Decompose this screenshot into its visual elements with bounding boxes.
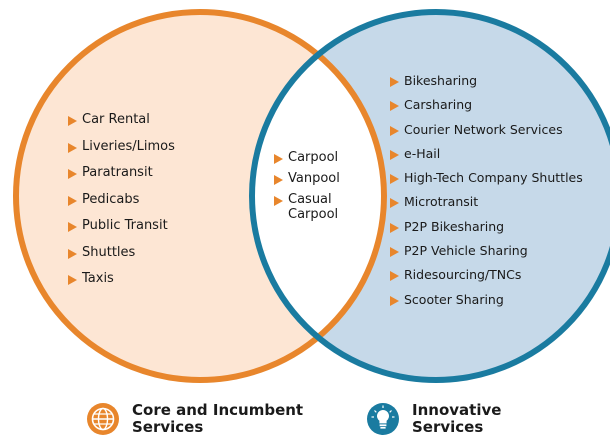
arrow-icon [68,222,77,232]
list-item: Car Rental [68,112,175,139]
arrow-icon [68,116,77,126]
list-item: Paratransit [68,165,175,192]
arrow-icon [390,198,399,209]
globe-icon [87,403,119,435]
list-item: Scooter Sharing [390,292,583,316]
arrow-icon [390,174,399,185]
legend-innovative: Innovative Services [366,402,501,436]
arrow-icon [390,101,399,112]
list-item: High-Tech Company Shuttles [390,170,583,194]
list-item: Casual Carpool [274,192,352,232]
arrow-icon [68,195,77,206]
arrow-icon [390,149,399,160]
list-item: Carsharing [390,97,583,121]
innovative-services-ring [249,9,610,383]
innovative-services-list: Bikesharing Carsharing Courier Network S… [390,73,583,316]
legend-core-label: Core and Incumbent Services [132,401,304,436]
legend-innovative-label: Innovative Services [412,401,502,436]
overlap-region [252,12,384,380]
list-item: P2P Bikesharing [390,219,583,243]
list-item: Public Transit [68,218,175,245]
legend-core: Core and Incumbent Services [86,402,303,436]
arrow-icon [390,77,399,87]
list-item: Pedicabs [68,192,175,219]
list-item: P2P Vehicle Sharing [390,243,583,267]
arrow-icon [390,271,399,282]
arrow-icon [68,275,77,285]
list-item: Ridesourcing/TNCs [390,267,583,291]
arrow-icon [274,154,283,164]
arrow-icon [68,248,77,259]
arrow-icon [274,196,283,206]
lightbulb-icon [367,403,399,435]
arrow-icon [390,247,399,258]
arrow-icon [68,142,77,153]
core-services-ring [13,9,387,383]
core-services-list: Car Rental Liveries/Limos Paratransit Pe… [68,112,175,298]
list-item: Microtransit [390,194,583,218]
list-item: Bikesharing [390,73,583,97]
arrow-icon [68,169,77,179]
shared-services-list: Carpool Vanpool Casual Carpool [274,150,352,232]
arrow-icon [390,295,399,306]
list-item: Liveries/Limos [68,139,175,166]
list-item: e-Hail [390,146,583,170]
arrow-icon [390,222,399,233]
arrow-icon [390,125,399,136]
list-item: Shuttles [68,245,175,272]
list-item: Courier Network Services [390,122,583,146]
arrow-icon [274,175,283,185]
list-item: Taxis [68,271,175,298]
list-item: Vanpool [274,171,352,192]
list-item: Carpool [274,150,352,171]
